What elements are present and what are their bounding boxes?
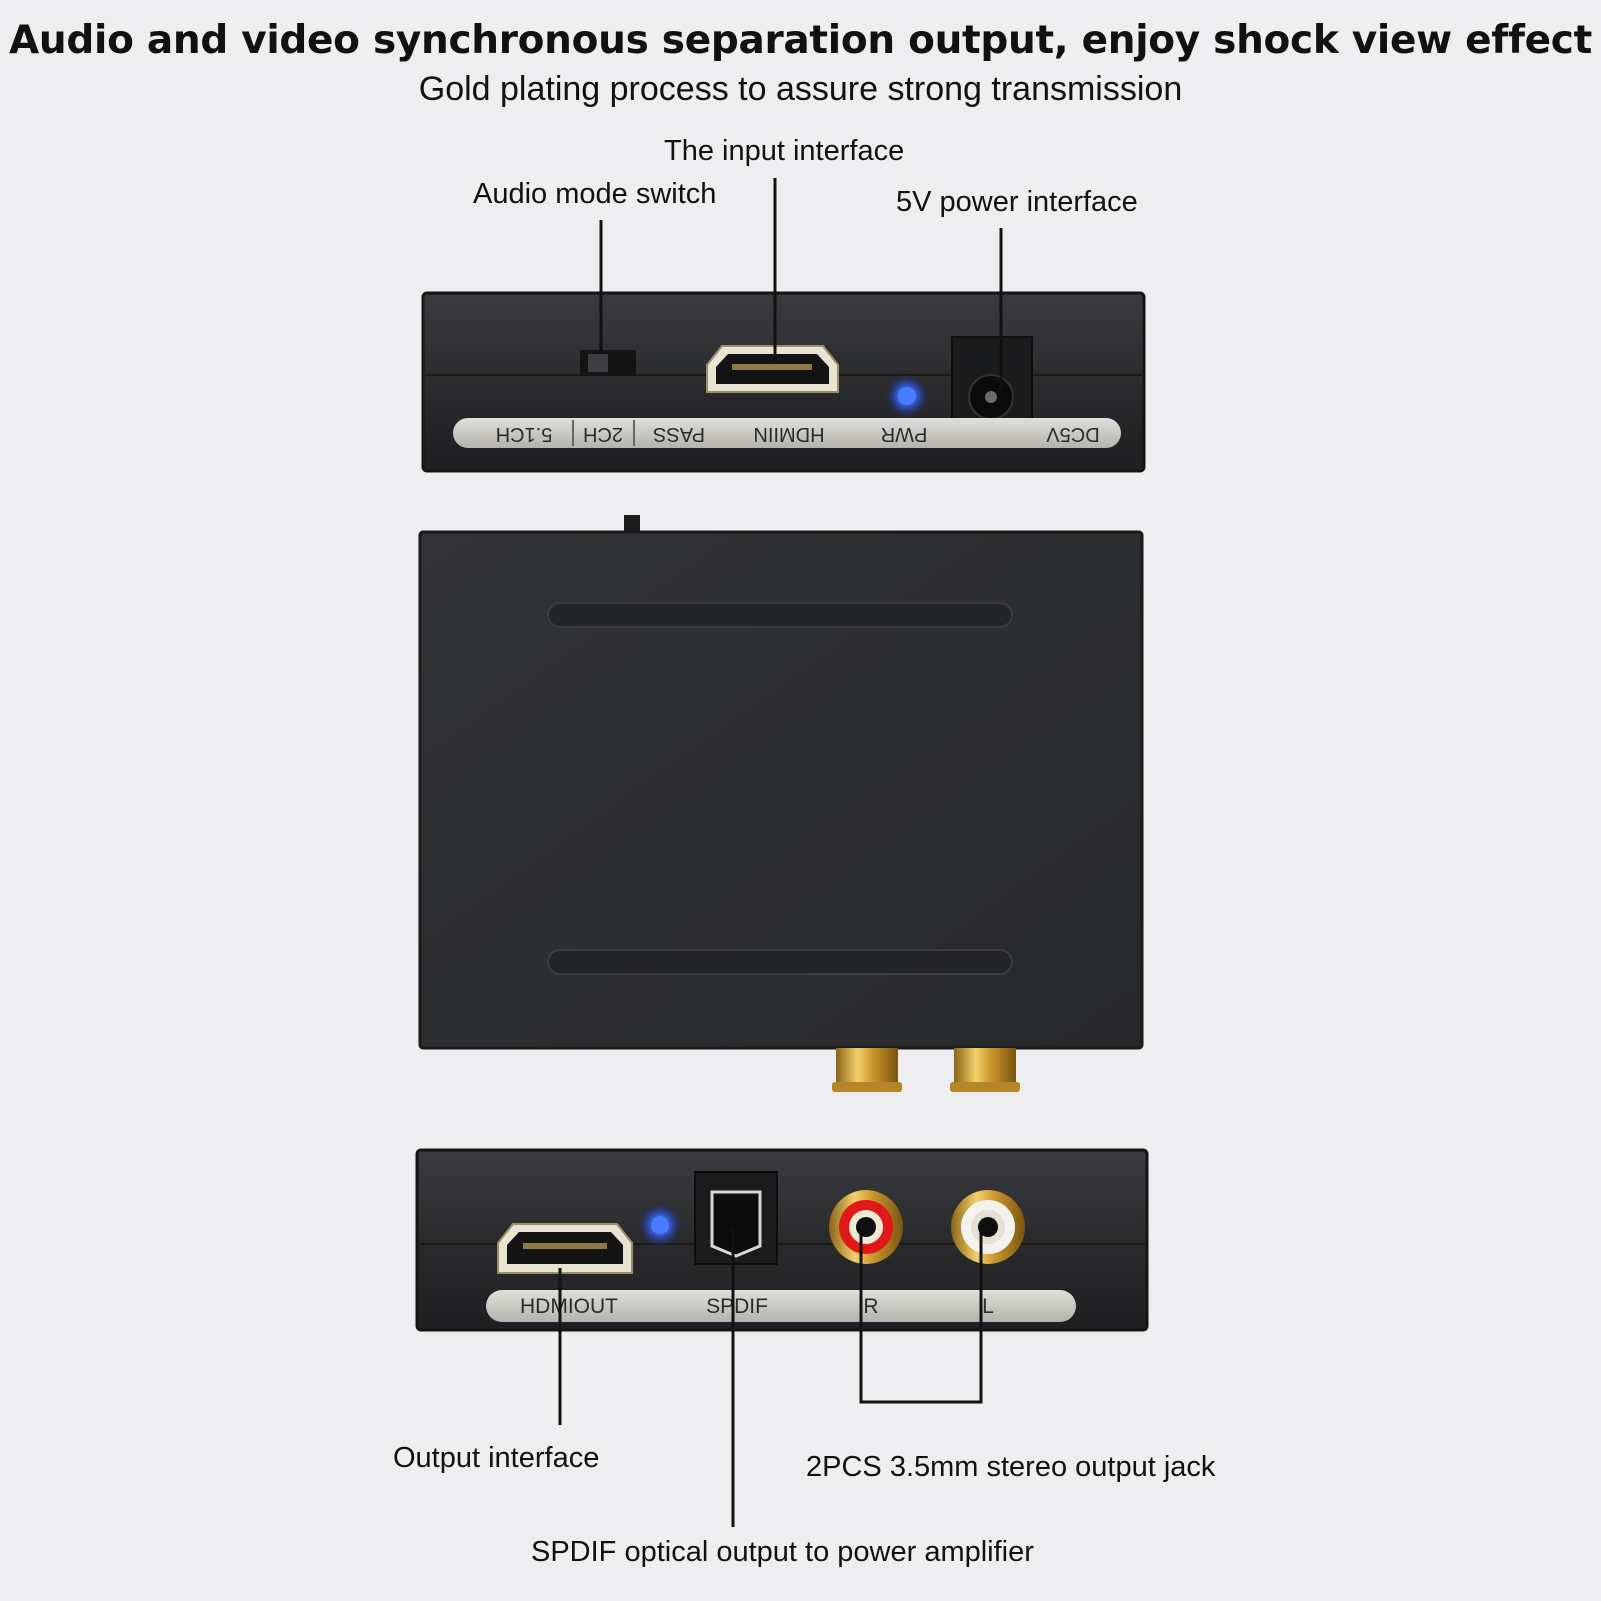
hdmi-out-port[interactable]: [497, 1223, 633, 1274]
spdif-optical-port[interactable]: [694, 1171, 778, 1265]
callout-stereo-jack: 2PCS 3.5mm stereo output jack: [806, 1451, 1216, 1483]
callout-power-interface: 5V power interface: [896, 186, 1138, 218]
label-spdif: SPDIF: [706, 1295, 768, 1318]
rca-jack-gold-left: [832, 1048, 902, 1092]
back-label-strip: [486, 1290, 1076, 1322]
label-pass: PASS: [653, 423, 705, 445]
callout-output-interface: Output interface: [393, 1442, 600, 1474]
label-2ch: 2CH: [583, 423, 623, 445]
rca-r-jack[interactable]: [829, 1190, 903, 1264]
page-title: Audio and video synchronous separation o…: [9, 18, 1592, 63]
front-panel: 5.1CH 2CH PASS HDMIIN PWR DC5V: [421, 291, 1146, 473]
rca-jack-gold-right: [950, 1048, 1020, 1092]
front-label-strip: [453, 418, 1121, 448]
label-r: R: [863, 1295, 878, 1318]
back-panel: HDMIOUT SPDIF R L: [415, 1148, 1149, 1332]
label-hdmiout: HDMIOUT: [520, 1295, 618, 1318]
page-subtitle: Gold plating process to assure strong tr…: [418, 70, 1183, 108]
label-hdmiin: HDMIIN: [753, 423, 824, 445]
hdmi-in-port[interactable]: [706, 345, 839, 393]
label-pwr: PWR: [881, 423, 928, 445]
label-l: L: [982, 1295, 994, 1318]
leader-lines: [558, 178, 1003, 1527]
callout-input-interface: The input interface: [664, 135, 905, 167]
callout-spdif-output: SPDIF optical output to power amplifier: [531, 1536, 1034, 1568]
callout-audio-mode-switch: Audio mode switch: [473, 178, 717, 210]
audio-mode-switch[interactable]: [580, 350, 636, 376]
rca-l-jack[interactable]: [951, 1190, 1025, 1264]
device-top-view: [418, 515, 1144, 1092]
label-5-1ch: 5.1CH: [496, 423, 553, 445]
label-dc5v: DC5V: [1046, 423, 1100, 445]
